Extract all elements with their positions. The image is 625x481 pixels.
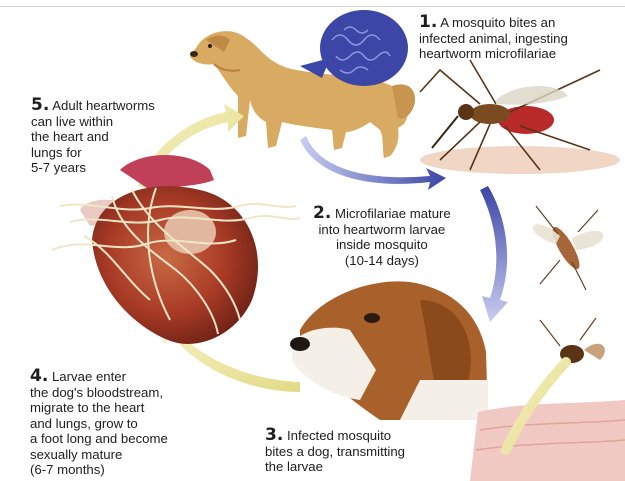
step-4-line-4: and lungs, grow to <box>30 416 168 432</box>
step-4-line-6: sexually mature <box>30 447 168 463</box>
step-1-line-3: heartworm microfilariae <box>419 46 568 62</box>
step-5-line-1: Adult heartworms <box>52 98 155 113</box>
step-4-line-7: (6-7 months) <box>30 462 168 478</box>
step-2-line-2: into heartworm larvae <box>313 222 451 238</box>
step-4-line-3: migrate to the heart <box>30 400 168 416</box>
step-2-line-4: (10-14 days) <box>313 253 451 269</box>
step-5-line-5: 5-7 years <box>31 160 155 176</box>
small-mosquito <box>533 206 603 290</box>
step-1-caption: 1. A mosquito bites an infected animal, … <box>419 15 568 62</box>
arrow-to-dog <box>480 186 508 322</box>
microfilariae-bubble <box>300 10 408 86</box>
step-5-number: 5. <box>31 95 49 115</box>
step-2-line-1: Microfilariae mature <box>335 206 451 221</box>
step-5-line-3: the heart and <box>31 129 155 145</box>
step-5-caption: 5. Adult heartworms can live within the … <box>31 98 155 176</box>
step-5-line-2: can live within <box>31 114 155 130</box>
mosquito-feeding <box>420 60 620 174</box>
infected-heart <box>52 155 300 344</box>
step-3-number: 3. <box>265 425 283 445</box>
skin-bite-detail <box>470 318 625 481</box>
step-4-caption: 4. Larvae enter the dog's bloodstream, m… <box>30 369 168 478</box>
step-3-line-2: bites a dog, transmitting <box>265 444 405 460</box>
step-4-line-1: Larvae enter <box>52 369 126 384</box>
step-1-line-2: infected animal, ingesting <box>419 31 568 47</box>
step-2-line-3: inside mosquito <box>313 237 451 253</box>
step-4-line-2: the dog's bloodstream, <box>30 385 168 401</box>
step-4-number: 4. <box>30 366 48 386</box>
beagle-dog <box>290 281 488 420</box>
step-3-caption: 3. Infected mosquito bites a dog, transm… <box>265 428 405 475</box>
step-1-number: 1. <box>419 12 437 32</box>
step-4-line-5: a foot long and become <box>30 431 168 447</box>
step-1-line-1: A mosquito bites an <box>440 15 555 30</box>
step-3-line-3: the larvae <box>265 459 405 475</box>
step-2-caption: 2. Microfilariae mature into heartworm l… <box>313 206 451 268</box>
step-5-line-4: lungs for <box>31 145 155 161</box>
step-2-number: 2. <box>313 203 331 223</box>
step-3-line-1: Infected mosquito <box>287 428 391 443</box>
